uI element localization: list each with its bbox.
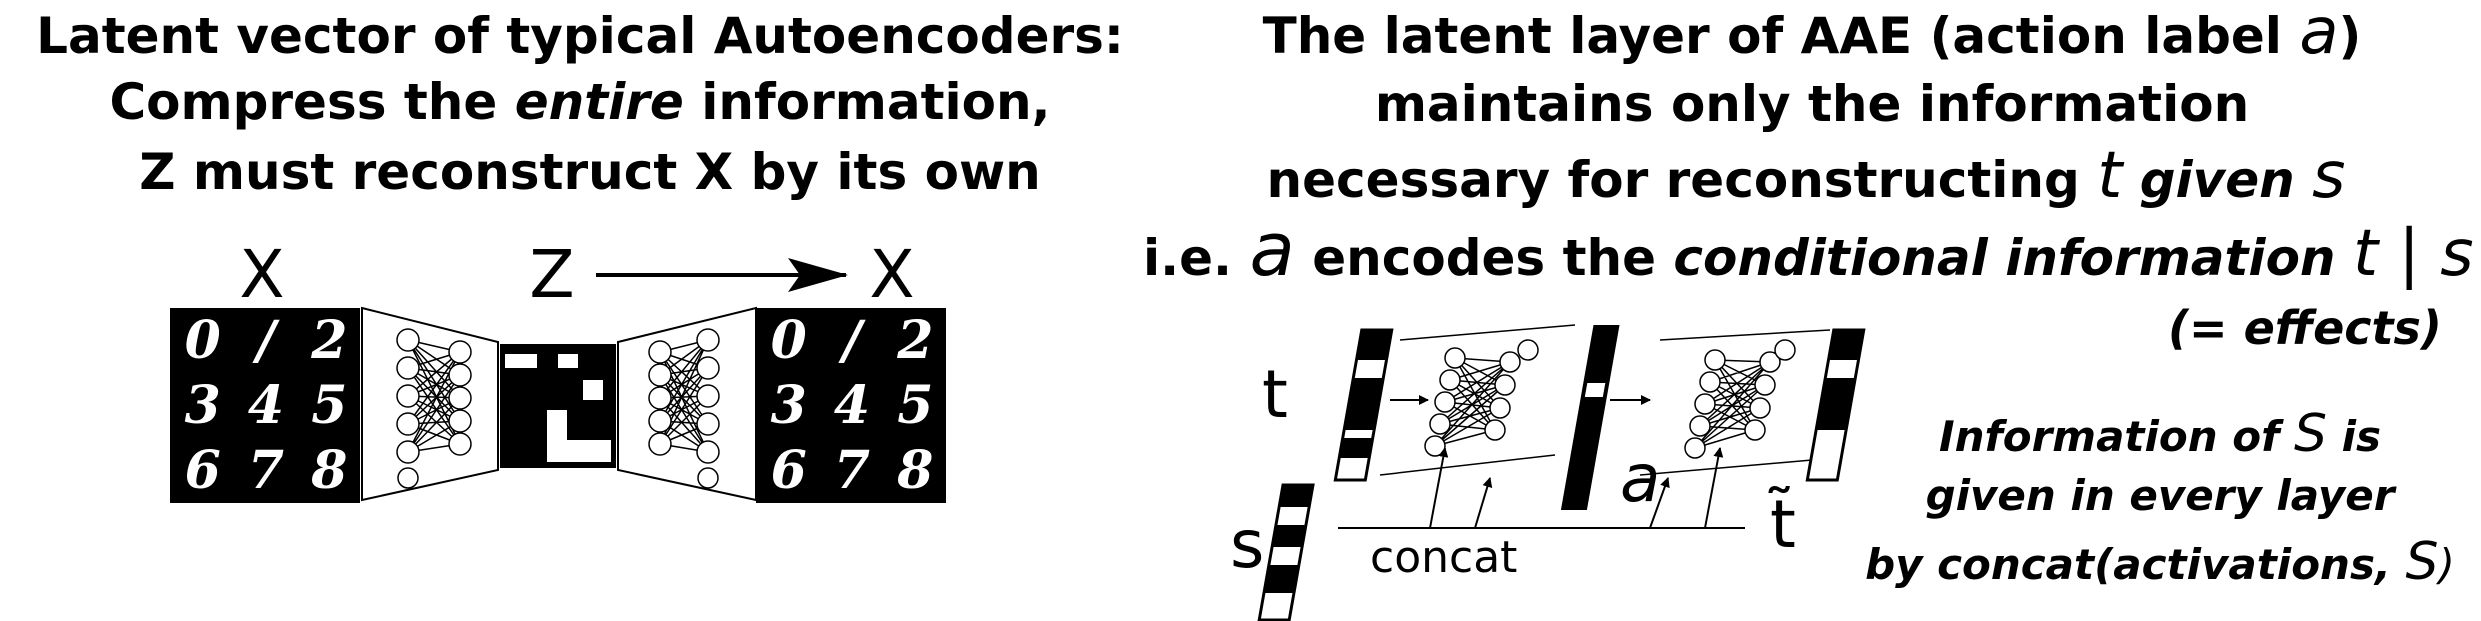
concat-lines: [1338, 447, 1745, 529]
aae-decoder: [1639, 329, 1831, 476]
decoder-network: [648, 328, 720, 489]
right-heading-line4-var-a: a: [1249, 207, 1295, 293]
left-heading-line3: Z must reconstruct X by its own: [139, 143, 1041, 201]
t-input-bar: [1333, 328, 1394, 482]
note-line3: by concat(activations, S): [1865, 530, 2455, 597]
right-heading-var-s: s: [2312, 139, 2346, 213]
digit: 3: [770, 375, 807, 436]
digit: 4: [833, 375, 870, 436]
label-input-x: X: [239, 236, 285, 313]
right-heading-line5: (= effects): [2168, 301, 2442, 355]
note-line1-s: S: [2294, 404, 2328, 464]
note-line1-post: is: [2327, 412, 2382, 461]
label-concat: concat: [1370, 532, 1518, 583]
a-latent-bar: [1560, 325, 1620, 510]
digit: 6: [770, 440, 807, 501]
note-line2: given in every layer: [1925, 471, 2395, 520]
encoder-trapezoid: [361, 306, 499, 502]
right-heading-line2: maintains only the information: [1374, 75, 2250, 133]
s-input-bar: [1257, 483, 1315, 621]
digit: 7: [833, 440, 870, 501]
left-heading-line1: Latent vector of typical Autoencoders:: [36, 7, 1124, 65]
note-line1: Information of S is: [1939, 402, 2381, 469]
digit: 8: [897, 440, 933, 501]
digit: 2: [897, 310, 933, 371]
right-heading-line4-mid: encodes the: [1294, 229, 1674, 287]
right-heading-line3: necessary for reconstructing t given s: [1267, 144, 2346, 212]
t-tilde-output-bar: [1805, 328, 1866, 482]
right-heading-line3-pre: necessary for reconstructing: [1266, 151, 2098, 209]
note-line1-pre: Information of: [1938, 412, 2295, 461]
latent-z-block: [500, 344, 616, 468]
digit: 0: [770, 310, 807, 371]
right-heading-line1: The latent layer of AAE (action label a): [1263, 0, 2362, 68]
label-output-x: X: [869, 236, 915, 313]
label-latent-z: Z: [529, 236, 575, 313]
label-t-tilde: t̃: [1770, 486, 1796, 563]
digit: 4: [247, 375, 284, 436]
input-digit-grid: 0 / 2 3 4 5 6 7 8: [170, 308, 360, 503]
digit: /: [256, 310, 275, 371]
digit: 5: [311, 375, 347, 436]
right-heading-line4: i.e. a encodes the conditional informati…: [1143, 213, 2474, 291]
label-s: s: [1230, 506, 1265, 583]
decoder-trapezoid: [617, 306, 757, 502]
left-heading-line2-pre: Compress the: [109, 73, 515, 131]
digit: 5: [897, 375, 933, 436]
label-a: a: [1620, 440, 1661, 517]
label-t: t: [1262, 356, 1288, 433]
right-heading-line1-end: ): [2338, 7, 2362, 65]
digit: 6: [184, 440, 221, 501]
aae-encoder: [1379, 324, 1576, 476]
right-heading-line4-pre: i.e.: [1143, 229, 1250, 287]
right-heading-given: given: [2122, 151, 2313, 209]
digit: 3: [184, 375, 221, 436]
encoder-network: [396, 328, 472, 489]
digit: /: [842, 310, 861, 371]
left-heading-line2-post: information,: [683, 73, 1051, 131]
right-heading-var-a: a: [2299, 0, 2339, 69]
note-line3-post: ): [2438, 540, 2455, 589]
digit: 2: [311, 310, 347, 371]
right-heading-line1-text: The latent layer of AAE (action label: [1262, 7, 2300, 65]
digit: 0: [184, 310, 221, 371]
left-heading-line2: Compress the entire information,: [109, 70, 1050, 134]
output-digit-grid: 0 / 2 3 4 5 6 7 8: [756, 308, 946, 503]
note-line3-s: S: [2405, 532, 2439, 592]
left-heading-line2-em: entire: [514, 73, 684, 131]
right-heading-line4-cond: t | s: [2352, 217, 2474, 291]
digit: 8: [311, 440, 347, 501]
right-heading-var-t: t: [2097, 139, 2123, 213]
note-line3-pre: by concat(activations,: [1865, 540, 2406, 589]
digit: 7: [247, 440, 284, 501]
right-heading-line4-em: conditional information: [1673, 229, 2353, 287]
